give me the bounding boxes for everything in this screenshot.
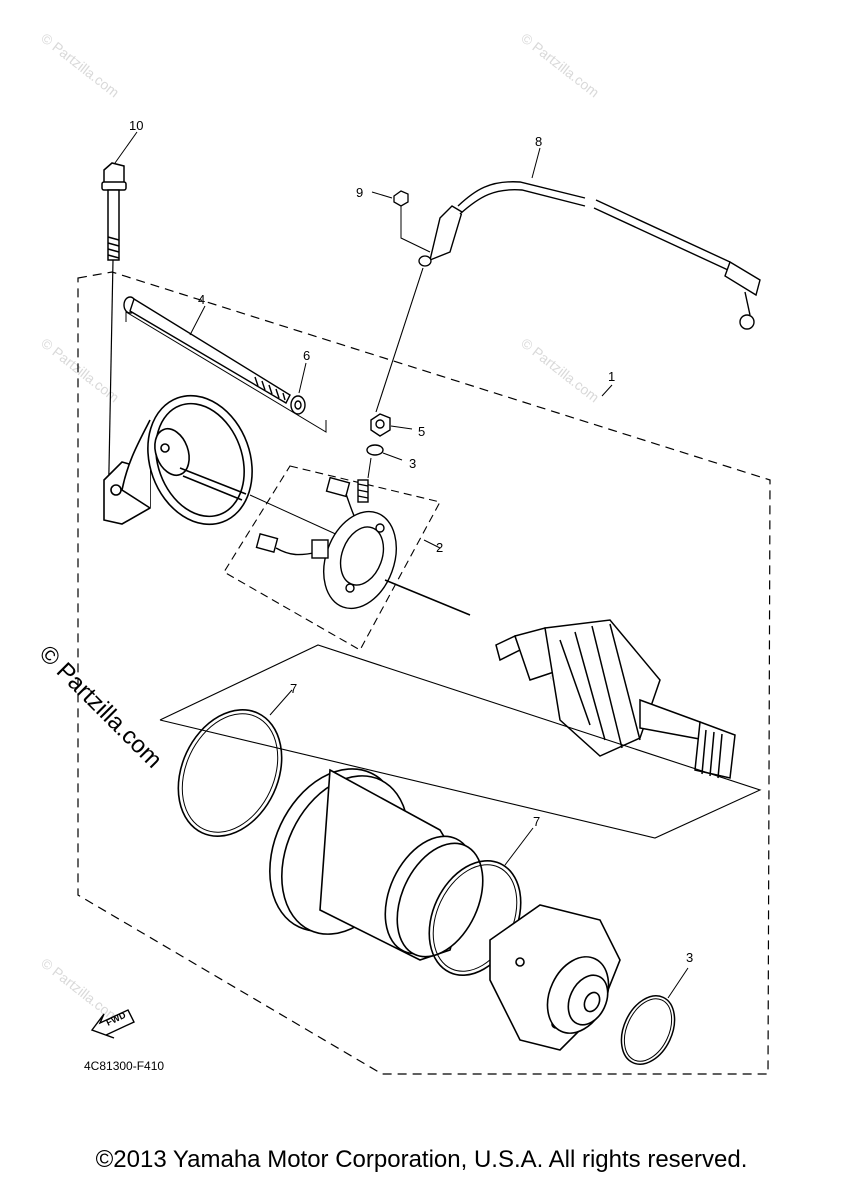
o-ring-rear-part xyxy=(620,995,676,1065)
watermark-2: © Partzilla.com xyxy=(518,30,602,101)
armature-outline xyxy=(159,644,762,839)
callout-10: 10 xyxy=(129,118,143,133)
through-bolt-part xyxy=(123,296,291,404)
nut-part xyxy=(370,413,391,437)
callout-3-lower: 3 xyxy=(686,950,693,965)
callout-7-left: 7 xyxy=(290,681,297,696)
front-cover-part xyxy=(103,394,253,526)
callout-2: 2 xyxy=(436,540,443,555)
bolt-part xyxy=(101,162,127,261)
watermark-6: © Partzilla.com xyxy=(38,955,122,1026)
lead-wire-part xyxy=(429,181,761,330)
washer-part xyxy=(290,395,306,415)
callout-5: 5 xyxy=(418,424,425,439)
brush-holder-part xyxy=(255,476,397,610)
watermark-main: © Partzilla.com xyxy=(34,640,167,773)
o-ring-small-part xyxy=(366,444,384,456)
watermark-3: © Partzilla.com xyxy=(38,335,122,406)
callout-3-upper: 3 xyxy=(409,456,416,471)
watermark-4: © Partzilla.com xyxy=(518,335,602,406)
brush-holder-box xyxy=(223,465,441,651)
rear-cover-part xyxy=(489,904,621,1051)
callout-6: 6 xyxy=(303,348,310,363)
o-ring-large-left-part xyxy=(177,709,283,837)
copyright-notice: ©2013 Yamaha Motor Corporation, U.S.A. A… xyxy=(95,1146,748,1173)
callout-8: 8 xyxy=(535,134,542,149)
assembly-outline xyxy=(77,271,771,1075)
callout-4: 4 xyxy=(198,292,205,307)
callout-1: 1 xyxy=(608,369,615,384)
figure-code: 4C81300-F410 xyxy=(84,1059,164,1073)
callouts: 10 8 9 4 6 1 5 3 2 7 7 3 xyxy=(129,118,693,965)
armature-part xyxy=(384,579,736,779)
small-nut-part xyxy=(393,190,432,267)
callout-7-right: 7 xyxy=(533,814,540,829)
callout-9: 9 xyxy=(356,185,363,200)
yoke-part xyxy=(269,768,484,961)
watermark-1: © Partzilla.com xyxy=(38,30,122,101)
